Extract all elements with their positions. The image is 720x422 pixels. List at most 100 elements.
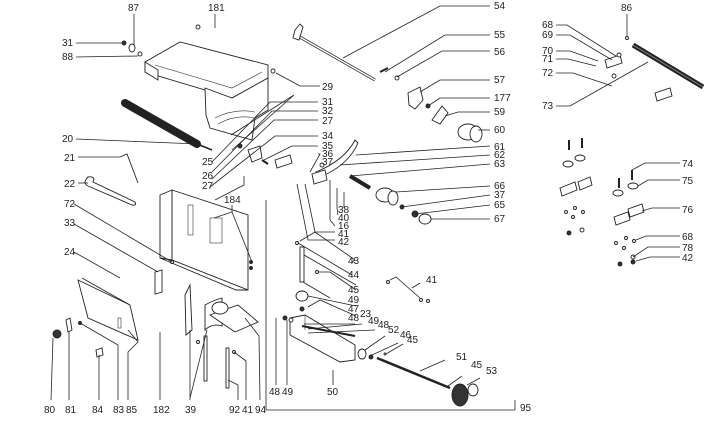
part-plate-24 <box>77 279 139 341</box>
callout-71: 71 <box>542 54 554 65</box>
part-bracket-73b <box>654 87 673 102</box>
part-lead-screw-51 <box>376 356 451 390</box>
callout-27: 27 <box>322 116 334 127</box>
part-nut-31 <box>121 40 127 46</box>
callout-51: 51 <box>456 352 468 363</box>
part-rod-23 <box>301 325 356 337</box>
callout-46: 46 <box>400 330 412 341</box>
callout-60: 60 <box>494 125 506 136</box>
part-clamp-59 <box>431 105 449 125</box>
callout-43: 43 <box>348 256 360 267</box>
callout-48c: 48 <box>269 387 281 398</box>
part-bracket-26 <box>247 145 263 163</box>
callout-184: 184 <box>224 195 241 206</box>
part-wrench-22 <box>84 176 137 206</box>
callout-34: 34 <box>322 131 334 142</box>
callout-40: 40 <box>338 213 350 224</box>
callout-83: 83 <box>113 405 125 416</box>
callout-49b: 49 <box>368 316 380 327</box>
part-bracket-33 <box>154 269 163 295</box>
callout-62: 62 <box>494 150 506 161</box>
part-rod-54 <box>292 23 376 82</box>
callout-78: 78 <box>682 243 694 254</box>
callout-48b: 48 <box>378 320 390 331</box>
callout-53: 53 <box>486 366 498 377</box>
part-bushing-52 <box>357 348 367 360</box>
part-screw-41b-2 <box>419 298 423 302</box>
callout-67: 67 <box>494 214 506 225</box>
callout-177: 177 <box>494 93 511 104</box>
part-knob-66 <box>375 187 399 206</box>
part-knob-60 <box>457 123 483 143</box>
callout-42b: 42 <box>682 253 694 264</box>
part-washer-87 <box>128 43 136 53</box>
part-housing-181 <box>144 24 276 141</box>
part-washer-46 <box>368 354 374 360</box>
callout-65: 65 <box>494 200 506 211</box>
part-spring-55 <box>379 67 389 73</box>
part-bushing-49 <box>295 290 309 302</box>
callout-24: 24 <box>64 247 76 258</box>
part-cluster-right <box>559 138 645 267</box>
callout-41b: 41 <box>426 275 438 286</box>
callout-42: 42 <box>338 237 350 248</box>
part-bracket-50 <box>289 314 356 363</box>
callout-76: 76 <box>682 205 694 216</box>
part-knob-80 <box>52 329 62 339</box>
callout-86: 86 <box>621 3 633 14</box>
part-screw-39c <box>196 340 200 344</box>
part-screw-84 <box>95 347 104 358</box>
part-washer-68 <box>616 52 622 58</box>
callout-52: 52 <box>388 325 400 336</box>
callout-94: 94 <box>255 405 267 416</box>
callout-70: 70 <box>542 46 554 57</box>
part-plate-35 <box>311 169 328 185</box>
callout-26: 26 <box>202 171 214 182</box>
callout-182: 182 <box>153 405 170 416</box>
callout-29: 29 <box>322 82 334 93</box>
callout-55: 55 <box>494 30 506 41</box>
group-bracket-95 <box>265 200 515 411</box>
part-carriage-94 <box>209 301 259 333</box>
part-spring-44 <box>299 246 305 283</box>
callout-74: 74 <box>682 159 694 170</box>
part-pin-27 <box>261 159 269 165</box>
part-screw-88 <box>137 51 143 57</box>
part-rail-73 <box>631 42 705 90</box>
part-arc-guide <box>315 139 359 179</box>
callout-31: 31 <box>62 38 74 49</box>
part-nut-48c <box>282 315 288 321</box>
part-pin-45b <box>383 352 387 356</box>
callout-50: 50 <box>327 387 339 398</box>
part-nut-48a <box>299 306 305 312</box>
callout-80: 80 <box>44 405 56 416</box>
part-washer-49c <box>288 317 294 323</box>
callout-75: 75 <box>682 176 694 187</box>
part-roller-20 <box>121 99 213 151</box>
callout-39: 39 <box>185 405 197 416</box>
callout-35: 35 <box>322 141 334 152</box>
callout-56: 56 <box>494 47 506 58</box>
callout-37: 37 <box>322 157 334 168</box>
callout-54: 54 <box>494 1 506 12</box>
callout-61: 61 <box>494 142 506 153</box>
callout-68: 68 <box>542 20 554 31</box>
callout-49c: 49 <box>282 387 294 398</box>
callout-37b: 37 <box>494 190 506 201</box>
callout-84: 84 <box>92 405 104 416</box>
callout-95: 95 <box>520 403 532 414</box>
callout-45b: 45 <box>407 335 419 346</box>
callout-57: 57 <box>494 75 506 86</box>
callout-72: 72 <box>64 199 76 210</box>
part-handwheel-53 <box>451 383 479 407</box>
callout-59: 59 <box>494 107 506 118</box>
callout-27b: 27 <box>202 181 214 192</box>
part-spindle-63 <box>348 174 372 190</box>
leader-lines <box>50 5 680 401</box>
part-ring-67 <box>418 213 432 225</box>
callout-20: 20 <box>62 134 74 145</box>
callout-16: 16 <box>338 221 350 232</box>
callout-21: 21 <box>64 153 76 164</box>
